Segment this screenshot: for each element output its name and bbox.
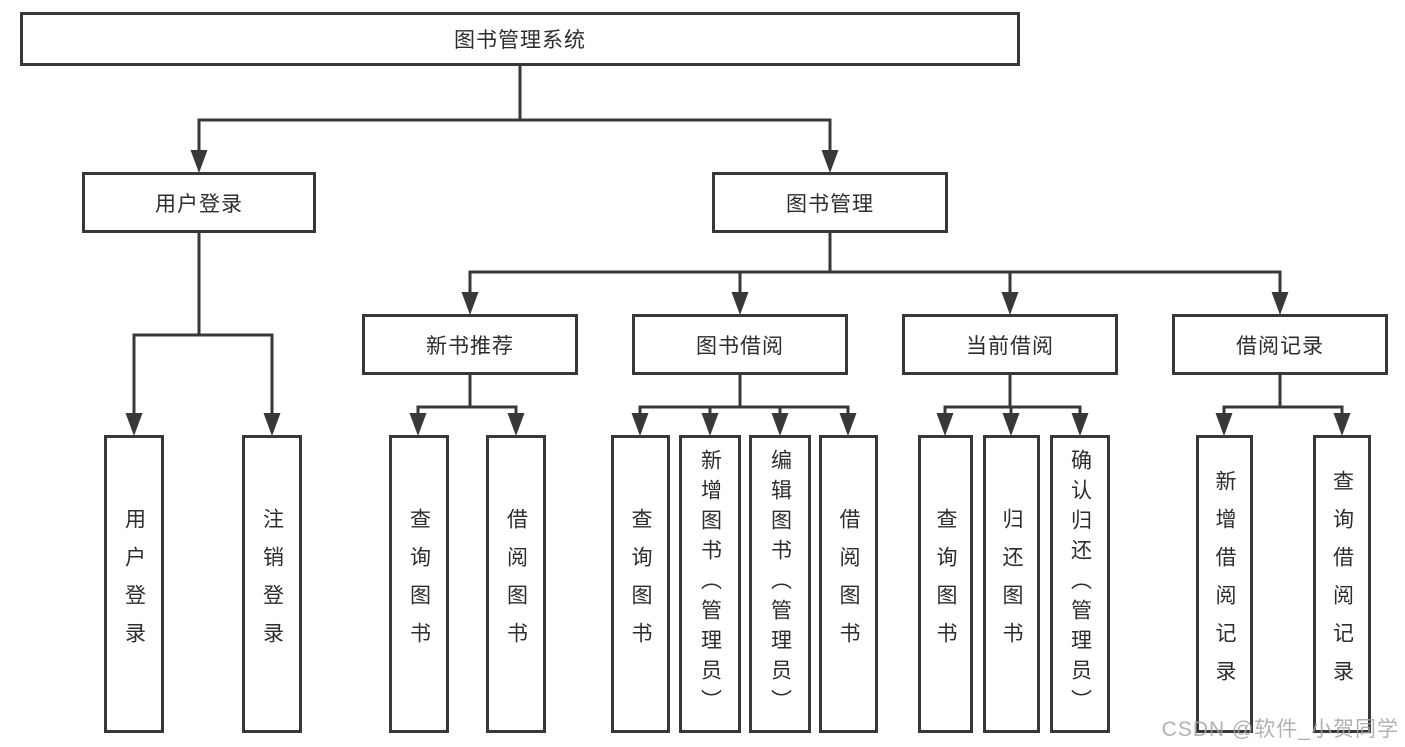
node-new-book-recommend: 新书推荐 xyxy=(362,314,578,375)
connector-book-borrow-children xyxy=(631,375,857,436)
node-book-management: 图书管理 xyxy=(712,172,948,233)
leaf-user-login: 用户登录 xyxy=(104,435,164,733)
leaf-return-books: 归还图书 xyxy=(983,435,1040,733)
csdn-watermark: CSDN @软件_小贺同学 xyxy=(1161,718,1399,741)
node-new-book-recommend-label: 新书推荐 xyxy=(426,334,514,358)
leaf-edit-books-admin: 编辑图书（管理员） xyxy=(749,435,811,733)
leaf-borrow-books-1: 借阅图书 xyxy=(486,435,546,733)
leaf-confirm-return-admin-label: 确认归还（管理员） xyxy=(1068,449,1092,719)
leaf-borrow-books-1-label: 借阅图书 xyxy=(504,508,528,660)
leaf-query-borrow-record-label: 查询借阅记录 xyxy=(1330,470,1354,698)
connector-user-login-children xyxy=(125,233,281,436)
node-book-borrow-label: 图书借阅 xyxy=(696,334,784,358)
connector-borrow-records-children xyxy=(1215,375,1351,436)
leaf-add-borrow-record: 新增借阅记录 xyxy=(1196,435,1253,733)
leaf-query-books-3: 查询图书 xyxy=(918,435,973,733)
node-library-system-label: 图书管理系统 xyxy=(454,29,586,52)
leaf-query-books-2-label: 查询图书 xyxy=(629,508,652,660)
leaf-query-books-3-label: 查询图书 xyxy=(934,508,957,660)
leaf-query-books-1-label: 查询图书 xyxy=(407,508,431,660)
leaf-return-books-label: 归还图书 xyxy=(1000,508,1023,660)
leaf-borrow-books-2-label: 借阅图书 xyxy=(837,508,860,660)
connector-root-to-level2 xyxy=(190,66,839,173)
leaf-add-books-admin: 新增图书（管理员） xyxy=(679,435,741,733)
node-borrow-records-label: 借阅记录 xyxy=(1236,334,1324,358)
node-book-management-label: 图书管理 xyxy=(786,192,874,216)
node-current-borrow: 当前借阅 xyxy=(902,314,1118,375)
connector-book-mgmt-sections xyxy=(461,233,1289,315)
leaf-query-borrow-record: 查询借阅记录 xyxy=(1313,435,1371,733)
leaf-query-books-2: 查询图书 xyxy=(611,435,670,733)
node-user-login: 用户登录 xyxy=(82,172,316,233)
leaf-edit-books-admin-label: 编辑图书（管理员） xyxy=(768,449,792,719)
connector-current-borrow-children xyxy=(936,375,1089,436)
connector-new-book-children xyxy=(409,375,525,436)
node-library-system: 图书管理系统 xyxy=(20,12,1020,66)
node-user-login-label: 用户登录 xyxy=(155,192,243,216)
leaf-borrow-books-2: 借阅图书 xyxy=(819,435,878,733)
node-current-borrow-label: 当前借阅 xyxy=(966,334,1054,358)
leaf-confirm-return-admin: 确认归还（管理员） xyxy=(1050,435,1110,733)
node-borrow-records: 借阅记录 xyxy=(1172,314,1388,375)
leaf-query-books-1: 查询图书 xyxy=(389,435,449,733)
leaf-add-books-admin-label: 新增图书（管理员） xyxy=(698,449,722,719)
node-book-borrow: 图书借阅 xyxy=(632,314,848,375)
leaf-add-borrow-record-label: 新增借阅记录 xyxy=(1213,470,1236,698)
leaf-logout-login-label: 注销登录 xyxy=(260,508,284,660)
leaf-logout-login: 注销登录 xyxy=(242,435,302,733)
leaf-user-login-label: 用户登录 xyxy=(122,508,146,660)
